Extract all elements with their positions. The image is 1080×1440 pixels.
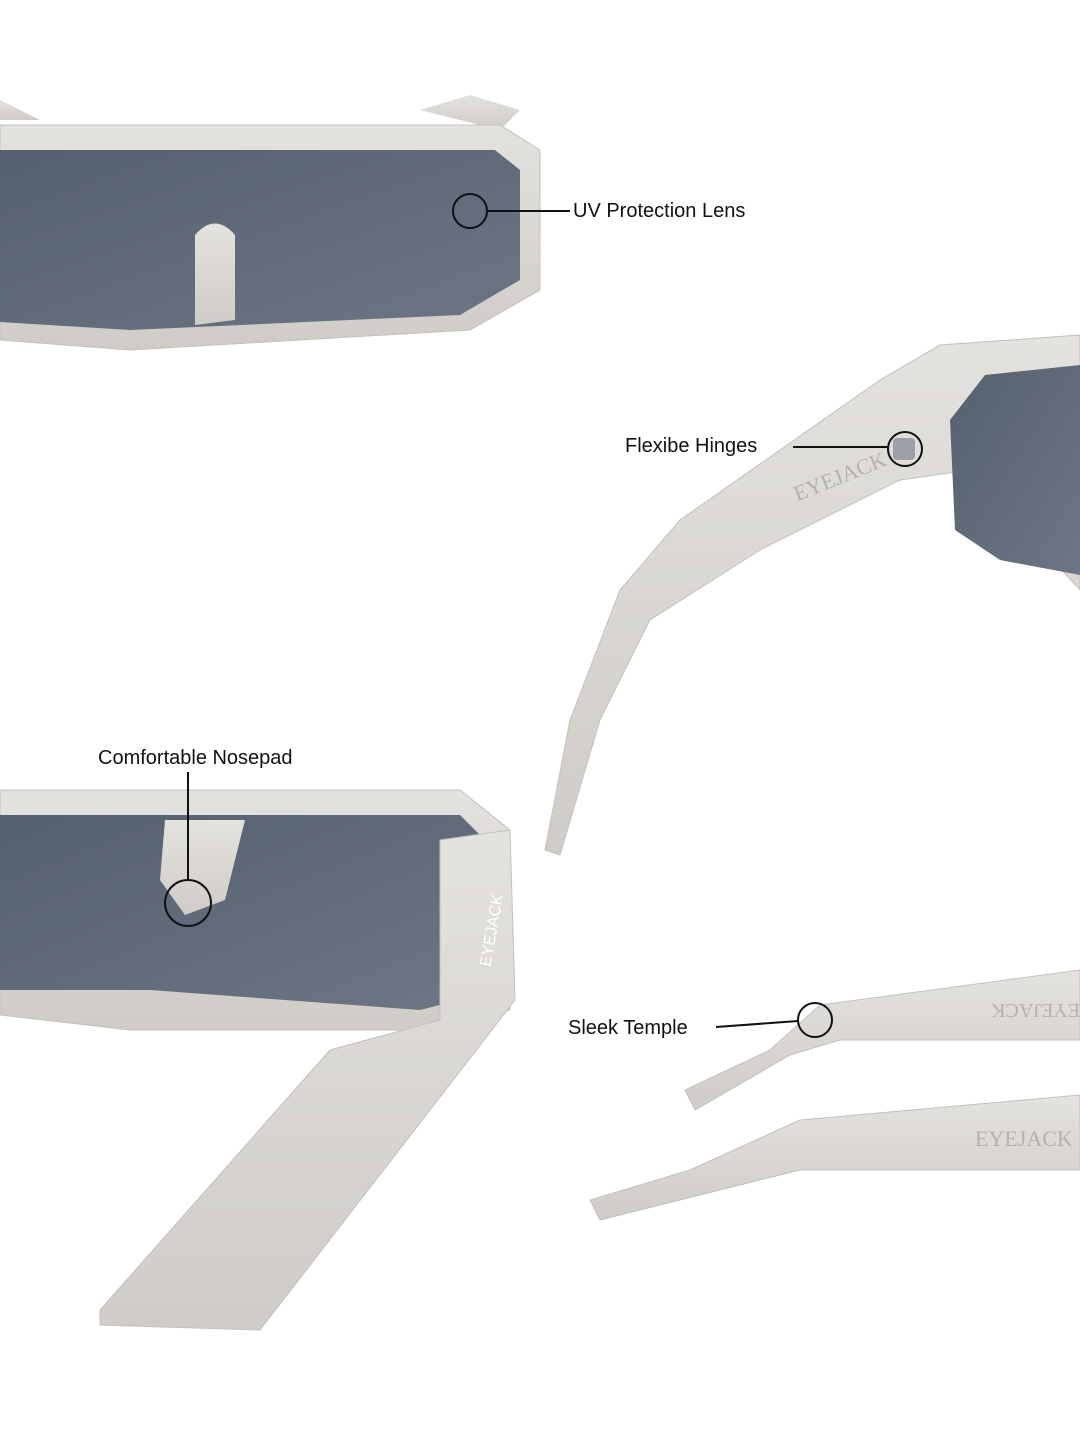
- side-view-glasses: EYEJACK: [544, 334, 1080, 856]
- temple-callout-circle: [797, 1002, 833, 1038]
- front-view-glasses: [0, 95, 541, 351]
- uv-protection-label: UV Protection Lens: [573, 200, 746, 222]
- brand-text: EYEJACK: [975, 1126, 1073, 1151]
- temple-callout-line: [715, 1020, 799, 1028]
- nosepad-label: Comfortable Nosepad: [98, 747, 293, 769]
- sleek-temple-label: Sleek Temple: [568, 1017, 688, 1039]
- flexible-hinges-label: Flexibe Hinges: [625, 435, 758, 457]
- back-view-glasses: EYEJACK: [0, 789, 516, 1331]
- temple-arms: EYEJACK EYEJACK: [589, 969, 1080, 1221]
- hinge-callout-circle: [887, 431, 923, 467]
- brand-text: EYEJACK: [991, 999, 1080, 1021]
